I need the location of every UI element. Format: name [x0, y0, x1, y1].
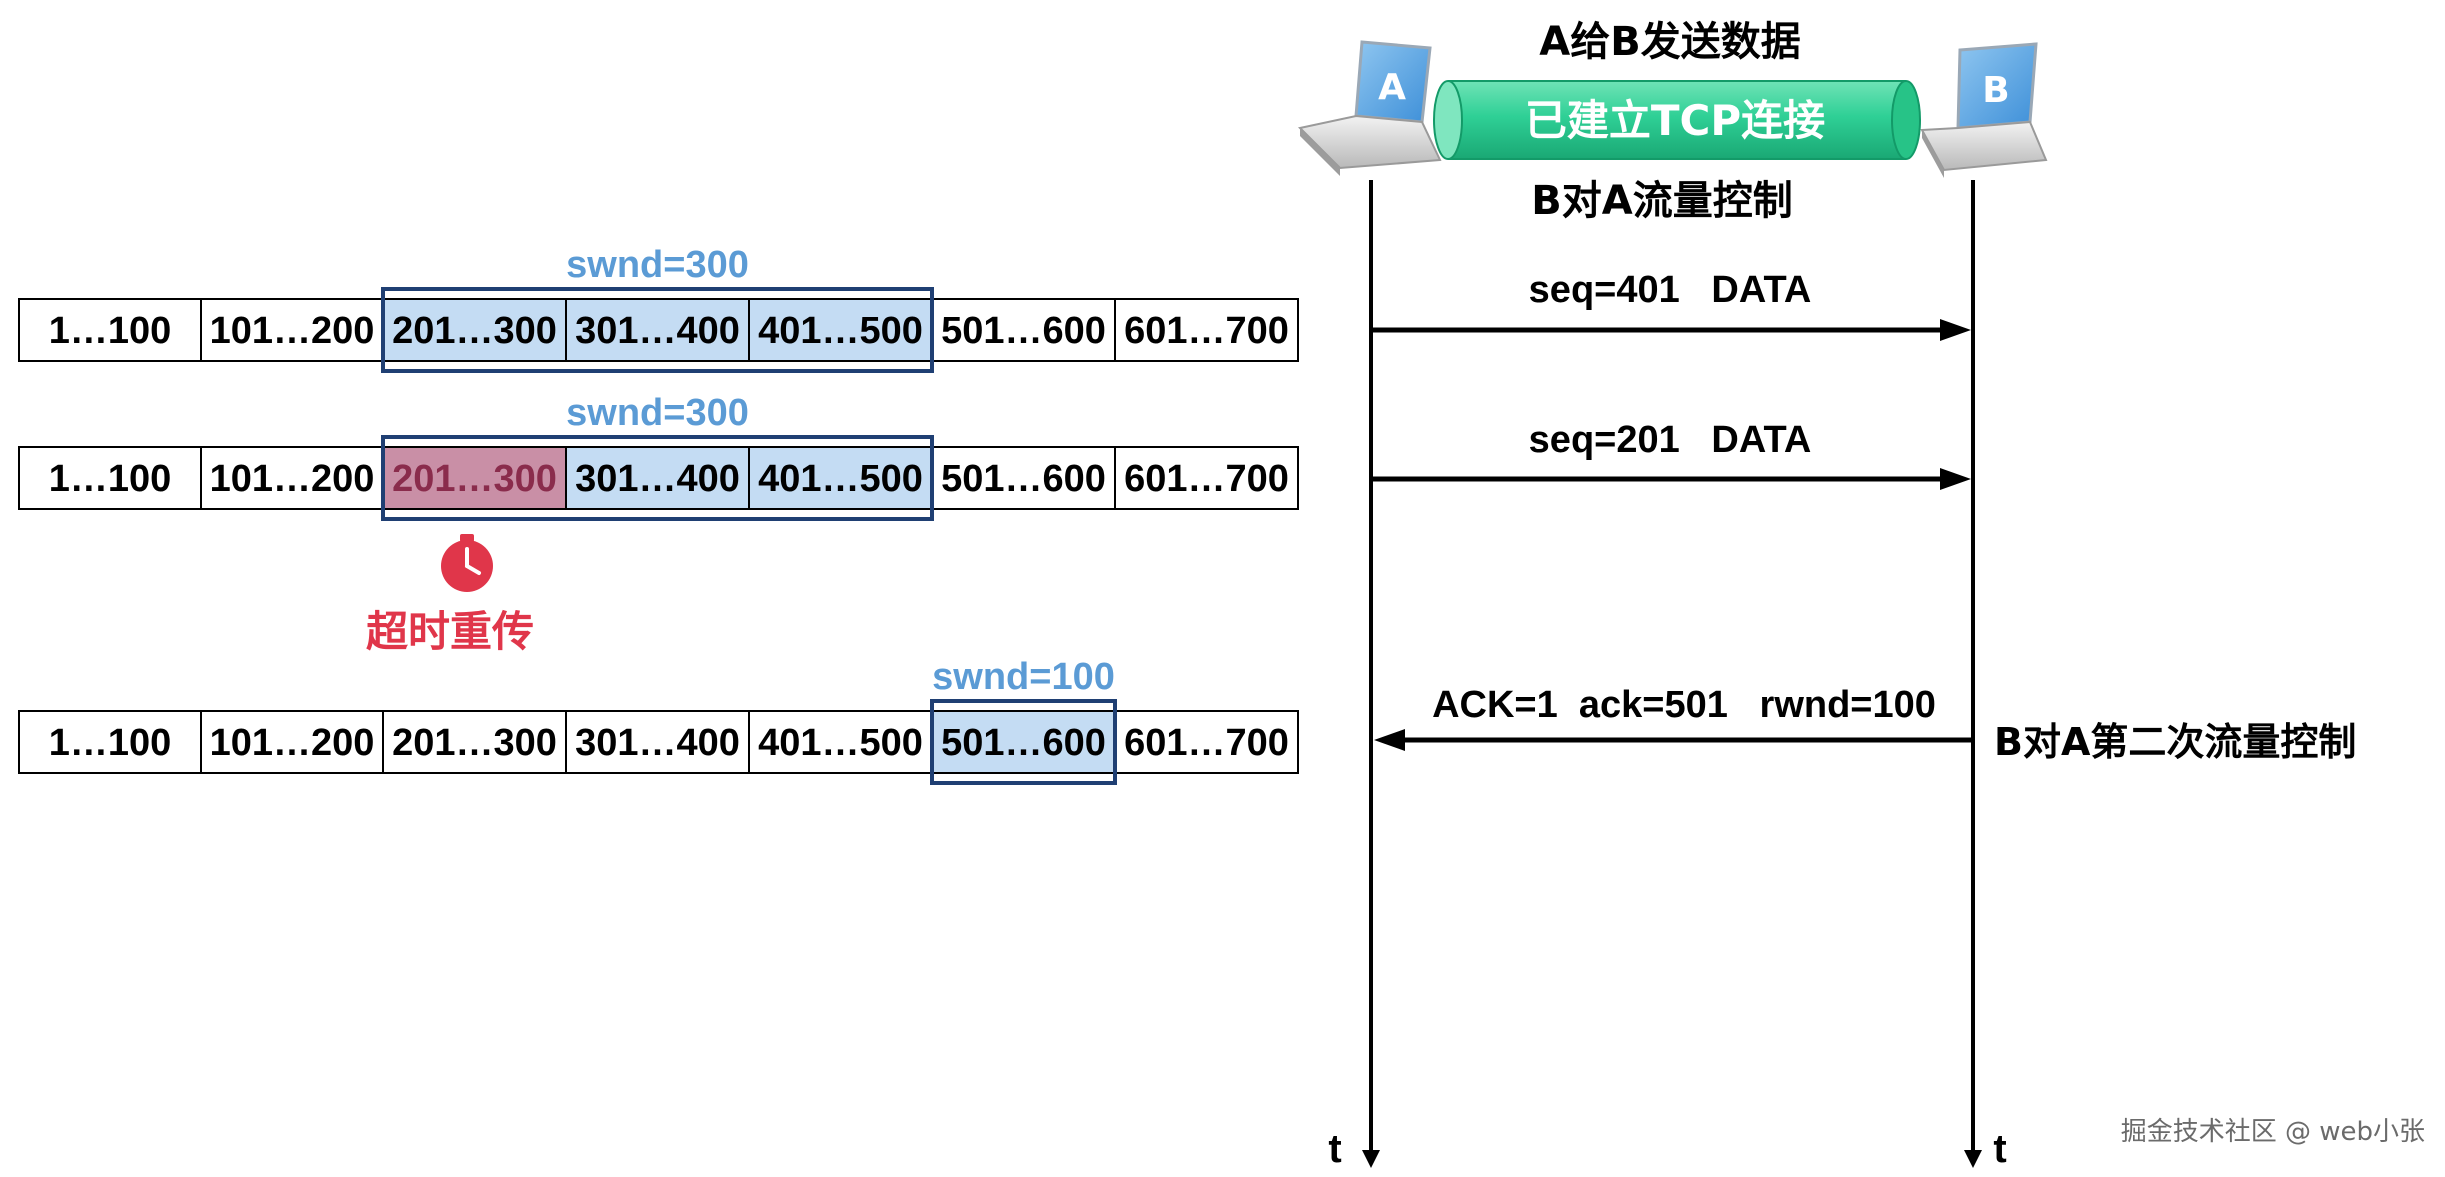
- segment-label: 301…400: [575, 722, 740, 764]
- segment-label: 201…300: [392, 458, 557, 500]
- message-label: ACK=1 ack=501 rwnd=100: [1432, 684, 1936, 726]
- tcp-connection-tube: 已建立TCP连接: [1433, 80, 1921, 160]
- message-seq201: seq=201 DATA: [1373, 419, 1971, 490]
- host-a-laptop: A: [1297, 40, 1442, 176]
- host-b-laptop: B: [1920, 42, 2048, 178]
- segment-label: 601…700: [1124, 310, 1289, 352]
- send-window-border: [930, 699, 1117, 785]
- segment-label: 401…500: [758, 458, 923, 500]
- segment-label: 301…400: [575, 458, 740, 500]
- send-window-fill: [383, 299, 932, 361]
- tcp-connection-label: 已建立TCP连接: [1525, 96, 1825, 145]
- segment-cell: [1114, 298, 1299, 362]
- host-a-label: A: [1378, 67, 1406, 108]
- segment-label: 201…300: [392, 310, 557, 352]
- swnd-label: swnd=300: [566, 392, 749, 434]
- message-ack501: ACK=1 ack=501 rwnd=100: [1374, 684, 1971, 751]
- timeout-segment-fill: [383, 447, 566, 509]
- send-window-border: [381, 287, 934, 373]
- lifeline-b: [1964, 180, 1982, 1168]
- send-window-fill: [932, 711, 1115, 773]
- message-label: seq=401 DATA: [1529, 269, 1812, 311]
- segment-label: 1…100: [49, 310, 172, 352]
- message-label: seq=201 DATA: [1529, 419, 1812, 461]
- segment-cell: [1114, 446, 1299, 510]
- lifeline-a: [1362, 180, 1380, 1168]
- segment-label: 401…500: [758, 310, 923, 352]
- segment-label: 101…200: [210, 458, 375, 500]
- send-window-border: [381, 435, 934, 521]
- message-seq401: seq=401 DATA: [1373, 269, 1971, 341]
- time-axis-label-b: t: [1993, 1127, 2006, 1171]
- segment-label: 501…600: [941, 722, 1106, 764]
- segment-label: 101…200: [210, 722, 375, 764]
- buffer-row: 1…100 101…200 201…300 301…400 401…500 501…600…: [18, 244, 1299, 373]
- sequence-title: A给B发送数据: [1539, 19, 1800, 65]
- segment-label: 301…400: [575, 310, 740, 352]
- watermark: 掘金技术社区 @ web小张: [2121, 1117, 2425, 1147]
- segment-label: 101…200: [210, 310, 375, 352]
- swnd-label: swnd=100: [932, 656, 1115, 698]
- stopwatch-icon: [441, 534, 493, 592]
- segment-label: 501…600: [941, 458, 1106, 500]
- segment-label: 501…600: [941, 310, 1106, 352]
- time-axis-label-a: t: [1328, 1127, 1341, 1171]
- segment-label: 601…700: [1124, 722, 1289, 764]
- timeout-marker: 超时重传: [366, 534, 534, 656]
- timeout-retransmit-label: 超时重传: [366, 607, 534, 656]
- segment-label: 1…100: [49, 722, 172, 764]
- buffer-row: 1…100 101…200 201…300 301…400 401…500 501…600…: [18, 392, 1299, 521]
- segment-label: 601…700: [1124, 458, 1289, 500]
- swnd-label: swnd=300: [566, 244, 749, 286]
- buffer-row: 1…100 101…200 201…300 301…400 401…500 501…600…: [18, 656, 1299, 785]
- segment-label: 201…300: [392, 722, 557, 764]
- second-flow-control-note: B对A第二次流量控制: [1994, 720, 2356, 764]
- host-b-label: B: [1982, 70, 2009, 111]
- segment-label: 401…500: [758, 722, 923, 764]
- send-buffer-rows: 1…100 101…200 201…300 301…400 401…500 501…600…: [18, 244, 1299, 785]
- segment-label: 1…100: [49, 458, 172, 500]
- sequence-subtitle: B对A流量控制: [1531, 178, 1792, 224]
